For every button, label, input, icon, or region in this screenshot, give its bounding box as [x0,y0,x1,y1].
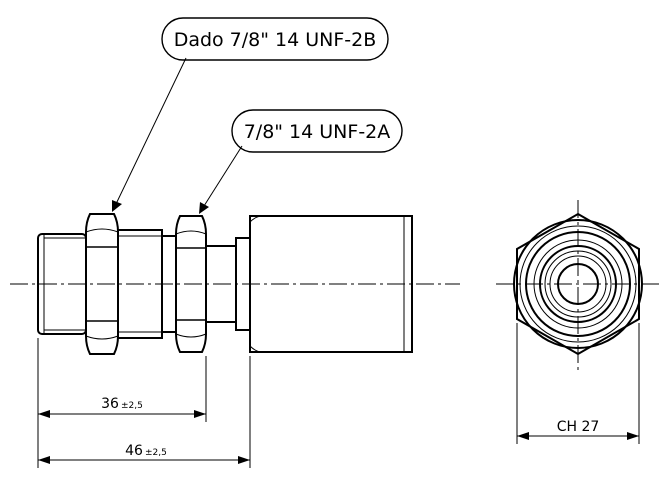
extension-lines [37,323,640,468]
leader-arrowhead [112,200,122,212]
dimension-46-tolerance: ±2,5 [145,448,167,458]
dimension-36-value: 36 [101,396,119,412]
dimension-46: 46 ±2,5 [38,443,250,464]
dimension-36: 36 ±2,5 [38,396,206,418]
middle-body [117,229,177,339]
dimension-36-tolerance: ±2,5 [121,401,143,411]
leader-arrowhead [199,202,209,214]
callout-male-thread: 7/8" 14 UNF-2A [199,109,403,214]
dimension-hex-size: CH 27 [517,419,639,440]
dimension-hex-size-label: CH 27 [557,419,600,435]
callout-nut-thread-label: Dado 7/8" 14 UNF-2B [174,29,377,51]
side-view [10,213,460,355]
end-view [496,200,660,372]
callout-nut-thread: Dado 7/8" 14 UNF-2B [112,17,389,212]
dimension-46-value: 46 [125,443,143,459]
callout-male-thread-label: 7/8" 14 UNF-2A [244,121,391,143]
